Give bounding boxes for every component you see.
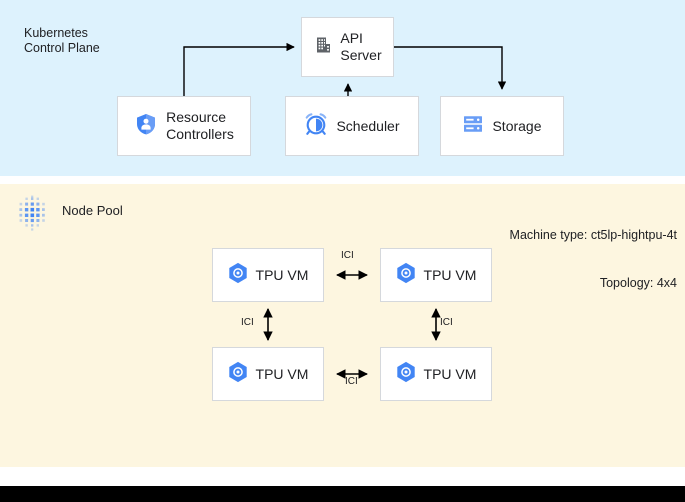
tpu-vm-label-0: TPU VM	[255, 266, 309, 283]
tpu-hexagon-icon	[396, 262, 416, 289]
api-server-label-line1: API	[340, 30, 363, 46]
ici-link-label-right: ICI	[440, 317, 453, 328]
machine-type-label: Machine type: ct5lp-hightpu-4t	[509, 228, 677, 242]
node-pool-title: Node Pool	[62, 203, 123, 218]
alarm-clock-icon	[304, 112, 328, 141]
topology-label: Topology: 4x4	[599, 276, 677, 290]
control-plane-title-line2: Control Plane	[24, 41, 100, 55]
building-icon	[313, 35, 333, 60]
ici-link-label-left: ICI	[241, 317, 254, 328]
shield-person-icon	[134, 112, 158, 141]
api-server-label-line2: Server	[340, 47, 382, 63]
tpu-hexagon-icon	[228, 361, 248, 388]
server-rack-icon	[462, 113, 484, 140]
tpu-hexagon-icon	[228, 262, 248, 289]
bottom-bar	[0, 486, 685, 502]
tpu-hexagon-icon	[396, 361, 416, 388]
ici-link-label-bottom: ICI	[345, 376, 358, 387]
machine-info: Machine type: ct5lp-hightpu-4t Topology:…	[510, 195, 677, 323]
tpu-vm-label-2: TPU VM	[255, 365, 309, 382]
resource-controllers-label-line1: Resource	[166, 109, 227, 125]
resource-controllers-label-line2: Controllers	[166, 126, 234, 142]
component-label-scheduler: Scheduler	[336, 117, 400, 134]
dot-cluster-icon	[14, 194, 52, 237]
tpu-vm-box-2[interactable]: TPU VM	[212, 347, 324, 401]
control-plane-title-line1: Kubernetes	[24, 26, 88, 40]
tpu-vm-label-1: TPU VM	[423, 266, 477, 283]
tpu-vm-box-1[interactable]: TPU VM	[380, 248, 492, 302]
tpu-vm-box-3[interactable]: TPU VM	[380, 347, 492, 401]
ici-link-label-top: ICI	[341, 250, 354, 261]
component-box-scheduler[interactable]: Scheduler	[285, 96, 419, 156]
node-pool-panel	[0, 184, 685, 467]
component-box-storage[interactable]: Storage	[440, 96, 564, 156]
component-label-storage: Storage	[492, 117, 542, 134]
tpu-vm-label-3: TPU VM	[423, 365, 477, 382]
tpu-vm-box-0[interactable]: TPU VM	[212, 248, 324, 302]
